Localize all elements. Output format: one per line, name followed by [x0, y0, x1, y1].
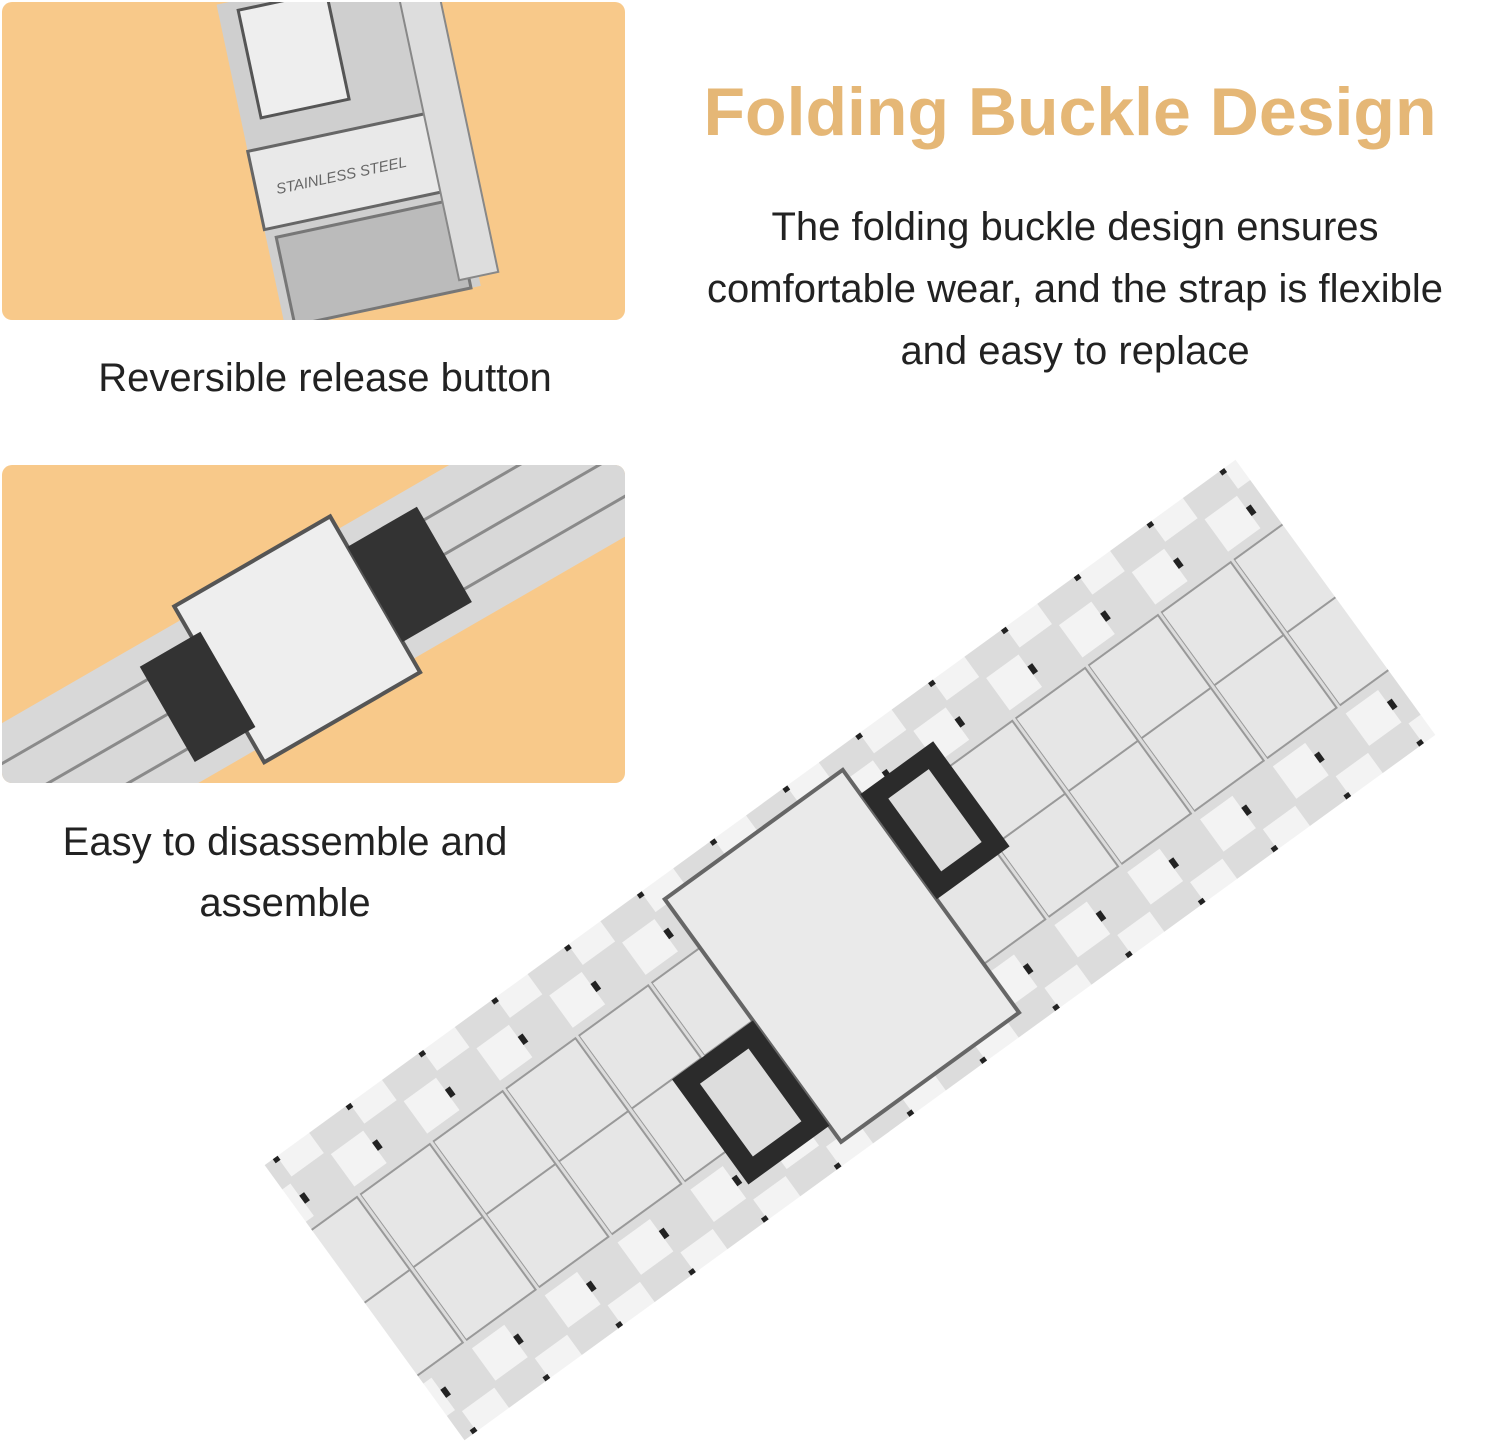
release-button-caption: Reversible release button — [98, 356, 552, 400]
release-button-closeup-image: STAINLESS STEEL — [2, 2, 625, 320]
page-title: Folding Buckle Design — [703, 74, 1437, 150]
folding-buckle — [661, 767, 1022, 1145]
description-text: The folding buckle design ensures comfor… — [707, 205, 1443, 373]
disassemble-caption: Easy to disassemble and assemble — [62, 820, 508, 925]
buckle-closeup-illustration: STAINLESS STEEL — [216, 2, 500, 320]
strap-closeup-illustration — [2, 465, 625, 783]
disassemble-closeup-image — [2, 465, 625, 783]
